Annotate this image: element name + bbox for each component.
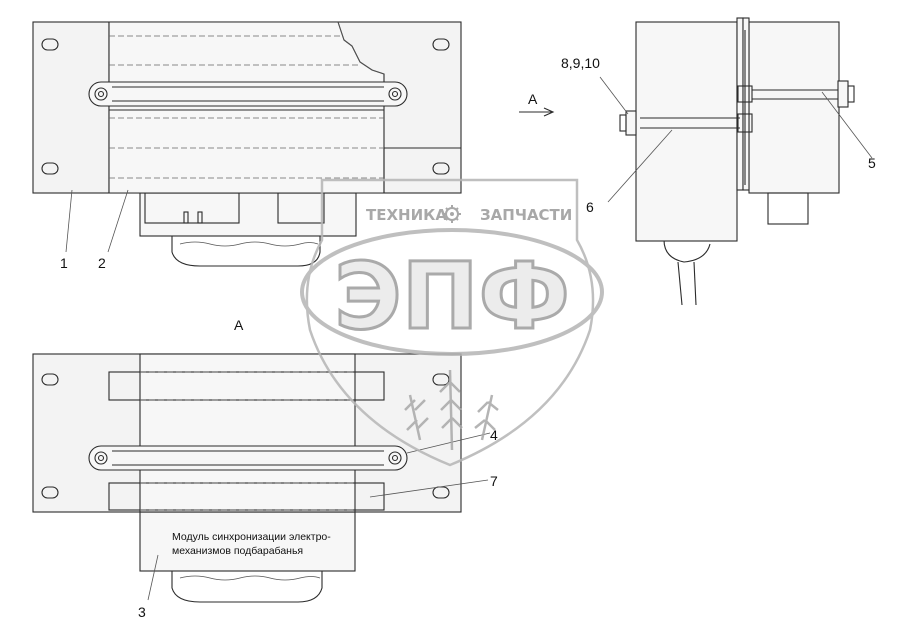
- side-view: [599, 17, 873, 306]
- label-4: 4: [490, 427, 498, 443]
- view-a-rod-bar: [88, 445, 408, 471]
- watermark-brand-left: ТЕХНИКА: [366, 206, 447, 224]
- label-8-9-10: 8,9,10: [561, 55, 600, 71]
- slot-icon: [41, 486, 59, 499]
- module-note-line1: Модуль синхронизации электро-: [172, 531, 331, 543]
- top-view-lower-box: [139, 192, 357, 237]
- slot-icon: [41, 162, 59, 175]
- label-7: 7: [490, 473, 498, 489]
- watermark-brand-right: ЗАПЧАСТИ: [480, 206, 572, 224]
- bolt-icon: [388, 451, 402, 465]
- view-arrow-label: A: [528, 91, 538, 107]
- callout-labels: 1 2 3 4 5 6 7 8,9,10 A A Модуль синхрони…: [60, 55, 876, 620]
- slot-icon: [41, 373, 59, 386]
- logo-oval: [300, 228, 604, 356]
- label-3: 3: [138, 604, 146, 620]
- bolt-icon: [388, 87, 402, 101]
- bolt-icon: [94, 87, 108, 101]
- view-arrow: [519, 107, 555, 117]
- side-view-left-box: [635, 21, 738, 242]
- top-view-cap: [171, 236, 321, 267]
- slot-icon: [41, 38, 59, 51]
- watermark-logo: ЭПФ ТЕХНИКА ЗАПЧАСТИ: [300, 178, 604, 467]
- gear-icon: [443, 205, 461, 223]
- top-view-body: [108, 21, 385, 194]
- top-view: [32, 21, 462, 267]
- wheat-icon: [404, 369, 499, 451]
- watermark-logo-letters: ЭПФ: [334, 243, 570, 350]
- shield-icon: [305, 178, 595, 467]
- view-a-body: [139, 353, 356, 513]
- module-note-line2: механизмов подбарабанья: [172, 545, 303, 557]
- slot-icon: [432, 38, 450, 51]
- label-6: 6: [586, 199, 594, 215]
- bolt-icon: [94, 451, 108, 465]
- view-a: [32, 353, 491, 603]
- label-1: 1: [60, 255, 68, 271]
- slot-icon: [432, 162, 450, 175]
- top-view-rod-bar: [88, 81, 408, 107]
- side-view-right-box: [748, 21, 840, 194]
- label-5: 5: [868, 155, 876, 171]
- view-a-title: A: [234, 317, 244, 333]
- label-2: 2: [98, 255, 106, 271]
